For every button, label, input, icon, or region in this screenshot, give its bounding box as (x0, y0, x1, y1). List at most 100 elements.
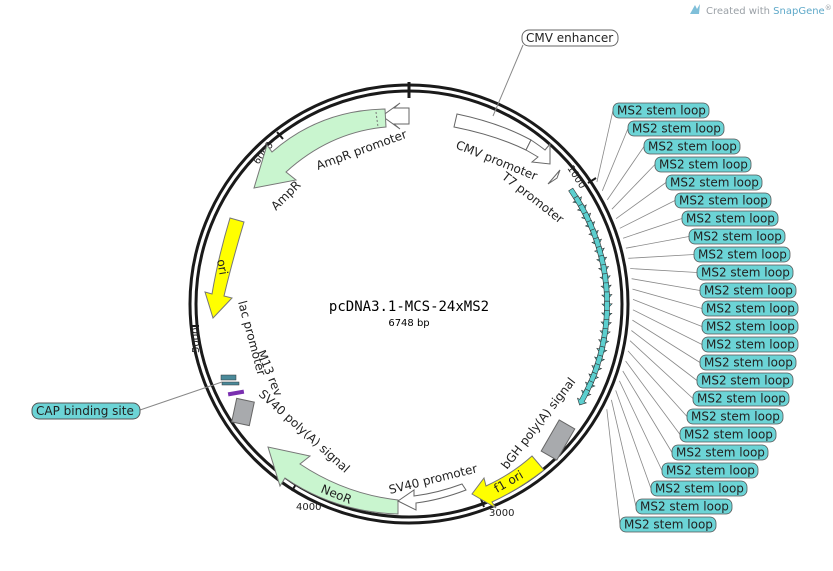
cmv-enhancer-leader (492, 44, 524, 117)
ms2-leader-line (611, 164, 656, 210)
ms2-stem-loop-label: MS2 stem loop (706, 338, 795, 352)
ms2-stem-loop-badge (693, 246, 791, 263)
ampr-arrow (253, 108, 387, 189)
ms2-leader-line (622, 370, 673, 453)
ms2-leader-line (619, 380, 663, 471)
ms2-leader-line (606, 146, 645, 201)
plasmid-size: 6748 bp (388, 318, 429, 329)
ms2-stem-loop-label: MS2 stem loop (701, 266, 790, 280)
ms2-leader-line (632, 299, 703, 327)
ms2-stem-loop-badge (701, 336, 799, 353)
tick-6000-mark (276, 131, 284, 140)
svg-text:Created with SnapGene®: Created with SnapGene® (706, 4, 832, 17)
ms2-leader-line (619, 200, 676, 229)
ms2-leader-line (628, 254, 695, 259)
ms2-stem-loop-label: MS2 stem loop (698, 248, 787, 262)
ms2-stem-loop-label: MS2 stem loop (704, 356, 793, 370)
ms2-stem-loop-label: MS2 stem loop (691, 410, 780, 424)
ms2-leader-line (632, 288, 703, 309)
ms2-stem-loop-badge (671, 444, 769, 461)
ms2-stem-loop-badge (679, 426, 777, 443)
ms2-leader-line (596, 110, 614, 183)
ms2-leader-line (625, 360, 681, 435)
ms2-leader-line (615, 390, 652, 489)
ms2-stem-loop-badge (654, 156, 752, 173)
ms2-stem-loop-badge (612, 102, 710, 119)
ms2-arrow-group (568, 187, 613, 406)
ms2-stem-loop-badge (681, 210, 779, 227)
ampr-boundary-mark (375, 111, 379, 128)
watermark-mark: ® (825, 4, 832, 12)
ms2-stem-loop-badge (627, 120, 725, 137)
cap-binding-box (221, 381, 240, 386)
ms2-leader-line (625, 236, 690, 249)
ampr-promoter-arrow (381, 102, 410, 130)
ms2-leader-line (627, 350, 688, 417)
ms2-stem-loop-badge (696, 372, 794, 389)
ms2-stem-loop-label: MS2 stem loop (648, 140, 737, 154)
ms2-stem-loop-label: MS2 stem loop (697, 392, 786, 406)
tick-3000-mark (480, 498, 485, 508)
ms2-leader-group (596, 110, 703, 525)
ms2-stem-loop-badge (619, 516, 717, 533)
ms2-stem-loop-badge (674, 192, 772, 209)
ms2-leader-line (622, 218, 683, 239)
f1-ori-arrow (471, 455, 545, 509)
ms2-stem-loop-label: MS2 stem loop (706, 302, 795, 316)
cap-binding-badge (31, 402, 141, 420)
ms2-leader-line (632, 309, 703, 345)
m13-rev-arrow (227, 389, 245, 397)
watermark: Created with SnapGene® (690, 4, 832, 17)
ms2-stem-loop-label: MS2 stem loop (706, 320, 795, 334)
ms2-stem-loop-label: MS2 stem loop (686, 212, 775, 226)
t7-promoter-arrow (547, 169, 561, 185)
ms2-stem-loop-badge (643, 138, 741, 155)
ms2-stem-loop-label: MS2 stem loop (666, 464, 755, 478)
tick-1000: 1000 (564, 164, 587, 191)
ms2-stem-loop-badge (650, 480, 748, 497)
ori-label: ori (214, 258, 230, 276)
ms2-leader-line (615, 182, 667, 220)
ms2-leader-line (601, 128, 629, 191)
ms2-stem-loop-label: MS2 stem loop (624, 518, 713, 532)
cmv-promoter-arrow (525, 139, 551, 165)
ms2-stem-loop-label: MS2 stem loop (693, 230, 782, 244)
ms2-stem-loop-label: MS2 stem loop (659, 158, 748, 172)
cmv-enhancer-badge (521, 29, 619, 47)
cmv-enhancer-label: CMV enhancer (526, 31, 613, 45)
cap-binding-leader (139, 381, 223, 411)
watermark-prefix: Created with (706, 6, 773, 17)
ms2-leader-line (632, 319, 701, 363)
ms2-leader-line (611, 399, 637, 507)
ms2-leader-line (631, 278, 701, 291)
ms2-stem-loop-badge (692, 390, 790, 407)
ms2-leader-line (631, 330, 698, 381)
tick-5000: 5000 (191, 328, 202, 353)
ms2-leader-line (606, 409, 621, 525)
ms2-stem-loop-label: MS2 stem loop (684, 428, 773, 442)
ms2-stem-loop-badge (699, 282, 797, 299)
ms2-stem-loop-badge (635, 498, 733, 515)
ms2-stem-loop-label: MS2 stem loop (701, 374, 790, 388)
ms2-stem-loop-label: MS2 stem loop (679, 194, 768, 208)
ms2-leader-line (629, 340, 694, 399)
ms2-stem-loop-label: MS2 stem loop (676, 446, 765, 460)
ms2-stem-loop-badge (688, 228, 786, 245)
ms2-stem-loop-badge (701, 318, 799, 335)
ms2-leader-line (630, 268, 698, 273)
plasmid-name: pcDNA3.1-MCS-24xMS2 (329, 299, 489, 315)
neor-arrow (267, 446, 399, 515)
ms2-stem-loop-badge (665, 174, 763, 191)
ms2-stem-loop-arrow (577, 388, 591, 406)
ms2-stem-loop-label: MS2 stem loop (670, 176, 759, 190)
ms2-stem-loop-badge (699, 354, 797, 371)
tick-4000: 4000 (296, 502, 321, 513)
lac-promoter-box (220, 374, 237, 381)
ms2-stem-loop-badge (686, 408, 784, 425)
ori-arrow (204, 217, 245, 319)
ms2-stem-loop-label: MS2 stem loop (704, 284, 793, 298)
bgh-polya-box (540, 419, 576, 461)
tick-3000: 3000 (489, 508, 514, 519)
ms2-stem-loop-label: MS2 stem loop (617, 104, 706, 118)
